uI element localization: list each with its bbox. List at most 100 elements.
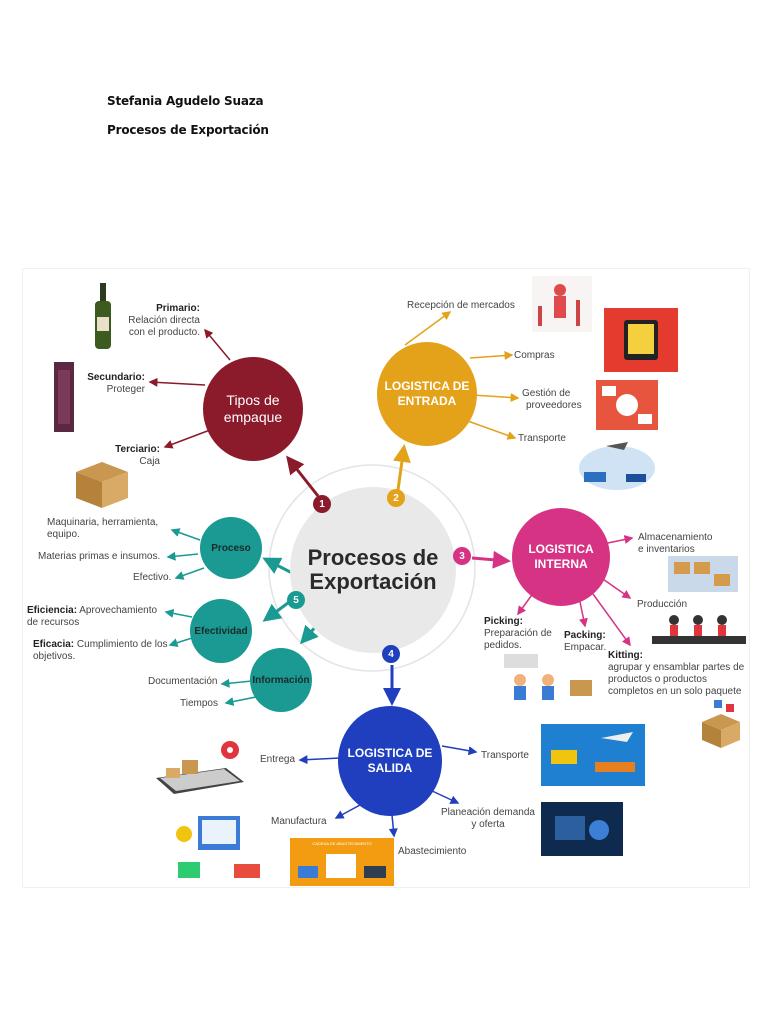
proceso-node: Proceso — [200, 517, 262, 579]
supply-chain-caption: CADENA DE ABASTECIMIENTO — [312, 841, 372, 846]
bottle-image — [95, 283, 111, 349]
salida-node: LOGISTICA DE SALIDA — [338, 706, 442, 816]
entrada-gestion: Gestión de proveedores — [522, 388, 582, 412]
terciario-value: Caja — [139, 456, 160, 467]
production-line-image — [652, 615, 746, 644]
efectividad-eficiencia: Eficiencia: Aprovechamiento de recursos — [27, 605, 157, 629]
interna-node: LOGISTICA INTERNA — [512, 508, 610, 606]
packing-label: Packing: — [564, 630, 606, 641]
terciario-text: Terciario: Caja — [100, 444, 160, 468]
empaque-title-line2: empaque — [223, 409, 283, 425]
maquinaria-line2: equipo. — [47, 529, 80, 540]
center-node: Procesos de Exportación — [290, 487, 456, 653]
entrada-compras: Compras — [514, 350, 555, 361]
empaque-title-line1: Tipos de — [226, 392, 280, 408]
manufacturing-image — [176, 816, 260, 878]
entrada-gestion-line1: Gestión de — [522, 388, 571, 399]
informacion-title: Información — [252, 674, 310, 686]
entrada-title-line2: ENTRADA — [397, 394, 457, 408]
salida-title-line2: SALIDA — [367, 761, 413, 775]
salida-transporte: Transporte — [481, 750, 529, 761]
badge-4: 4 — [382, 645, 400, 663]
entrada-recepcion: Recepción de mercados — [407, 300, 515, 311]
supply-chain-image: CADENA DE ABASTECIMIENTO — [290, 838, 394, 886]
entrada-node: LOGISTICA DE ENTRADA — [377, 342, 477, 446]
planeacion-line1: Planeación demanda — [441, 807, 535, 818]
interna-title-line2: INTERNA — [534, 557, 588, 571]
salida-manufactura: Manufactura — [271, 816, 327, 827]
author-name: Stefania Agudelo Suaza — [107, 94, 264, 108]
eficacia-line1: Cumplimiento de los — [76, 639, 168, 650]
transport-world-image — [579, 442, 655, 490]
supply-chain-drawing — [298, 854, 386, 878]
secundario-label: Secundario: — [87, 372, 145, 383]
entrada-transporte: Transporte — [518, 433, 566, 444]
picking-packing-image — [504, 654, 592, 700]
kitting-line2: productos o productos — [608, 674, 707, 685]
efectividad-title: Efectividad — [194, 625, 248, 637]
badge-2: 2 — [387, 489, 405, 507]
proceso-materias: Materias primas e insumos. — [38, 551, 161, 562]
center-title-line1: Procesos de — [307, 545, 439, 570]
picking-label: Picking: — [484, 616, 523, 627]
kitting-boxes-image — [702, 700, 740, 748]
cardboard-box-image — [76, 462, 128, 508]
maquinaria-line1: Maquinaria, herramienta, — [47, 517, 159, 528]
primario-text: Primario: Relación directa con el produc… — [110, 303, 200, 339]
entrada-gestion-line2: proveedores — [526, 400, 582, 411]
delivery-phone-image — [156, 741, 244, 794]
document-subject: Procesos de Exportación — [107, 123, 269, 137]
badge-1: 1 — [313, 495, 331, 513]
primario-line1: Relación directa — [128, 315, 200, 326]
salida-title-line1: LOGISTICA DE — [347, 746, 433, 760]
almacen-line1: Almacenamiento — [638, 532, 713, 543]
kitting-label: Kitting: — [608, 650, 643, 661]
market-reception-image — [532, 276, 592, 332]
proceso-efectivo: Efectivo. — [133, 572, 172, 583]
informacion-node: Información — [250, 648, 312, 712]
efectividad-eficacia: Eficacia: Cumplimiento de los objetivos. — [33, 639, 168, 663]
terciario-label: Terciario: — [115, 444, 160, 455]
informacion-tiempos: Tiempos — [180, 698, 218, 709]
proceso-maquinaria: Maquinaria, herramienta, equipo. — [47, 517, 158, 541]
kitting-line3: completos en un solo paquete — [608, 686, 742, 697]
interna-kitting: Kitting: agrupar y ensamblar partes de p… — [608, 650, 744, 698]
badge-5: 5 — [287, 591, 305, 609]
proceso-title: Proceso — [211, 542, 251, 554]
center-title-line2: Exportación — [309, 569, 437, 594]
empaque-node: Tipos de empaque — [203, 357, 303, 461]
informacion-documentacion: Documentación — [148, 676, 218, 687]
eficiencia-label: Eficiencia: — [27, 605, 78, 616]
secundario-value: Proteger — [106, 384, 145, 395]
salida-planeacion: Planeación demanda y oferta — [438, 807, 538, 831]
planeacion-line2: y oferta — [471, 819, 505, 830]
eficiencia-line1: Aprovechamiento — [79, 605, 158, 616]
planning-image — [541, 802, 623, 856]
eficiencia-line2: de recursos — [27, 617, 80, 628]
almacen-line2: e inventarios — [638, 544, 695, 555]
packing-value: Empacar. — [564, 642, 607, 653]
gift-box-image — [54, 362, 74, 432]
supplier-management-image — [596, 380, 658, 430]
kitting-line1: agrupar y ensamblar partes de — [608, 662, 745, 673]
shipping-transport-image — [541, 724, 645, 786]
interna-picking: Picking: Preparación de pedidos. — [484, 616, 552, 652]
interna-almacenamiento: Almacenamiento e inventarios — [638, 532, 712, 556]
interna-produccion: Producción — [637, 599, 688, 610]
salida-entrega: Entrega — [260, 754, 296, 765]
salida-abastecimiento: Abastecimiento — [398, 846, 467, 857]
efectividad-node: Efectividad — [190, 599, 252, 663]
secundario-text: Secundario: Proteger — [70, 372, 145, 396]
entrada-title-line1: LOGISTICA DE — [384, 379, 470, 393]
interna-packing: Packing: Empacar. — [564, 630, 606, 654]
picking-line2: pedidos. — [484, 640, 522, 651]
primario-line2: con el producto. — [128, 327, 200, 338]
warehouse-image — [668, 556, 738, 592]
badge-3: 3 — [453, 547, 471, 565]
eficacia-label: Eficacia: — [33, 639, 75, 650]
eficacia-line2: objetivos. — [33, 651, 76, 662]
picking-line1: Preparación de — [484, 628, 552, 639]
purchases-image — [604, 308, 678, 372]
primario-label: Primario: — [156, 303, 200, 314]
